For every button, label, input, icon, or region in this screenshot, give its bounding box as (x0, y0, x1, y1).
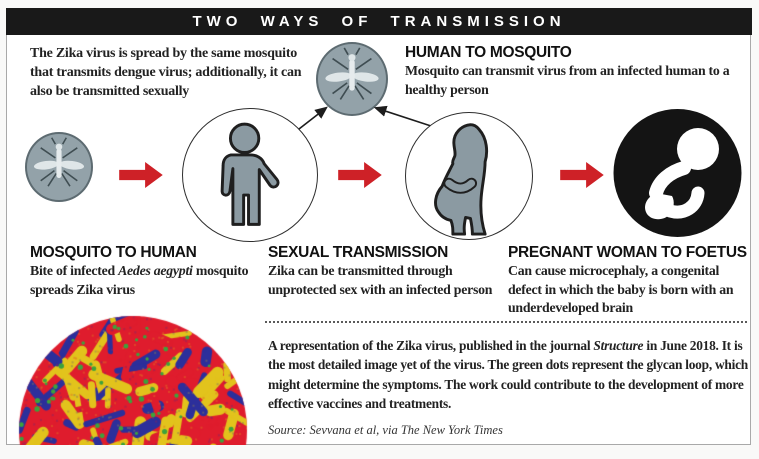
pregnant-woman-icon (434, 123, 489, 236)
body-pregnant-woman-to-foetus: Can cause microcephaly, a congenital def… (508, 263, 734, 315)
title-bar: TWO WAYS OF TRANSMISSION (6, 8, 752, 35)
body-text: mosquito spreads Zika virus (30, 263, 249, 297)
body-sexual-transmission: Zika can be transmitted through unprotec… (268, 263, 493, 297)
heading-sexual-transmission: SEXUAL TRANSMISSION (268, 244, 449, 261)
mosquito-circle-left (25, 132, 93, 202)
body-mosquito-to-human: Bite of infected Aedes aegypti mosquito … (30, 262, 258, 299)
zika-virus-molecular-model (16, 310, 250, 445)
red-arrow-right-icon (560, 162, 604, 188)
mosquito-icon (325, 47, 379, 100)
human-circle (182, 108, 318, 242)
dashed-divider (265, 321, 747, 323)
species-name: Aedes aegypti (118, 263, 193, 278)
source-credit: Source: Sevvana et al, via The New York … (268, 423, 503, 437)
mosquito-icon (33, 137, 85, 187)
human-figure-icon (220, 122, 280, 226)
pregnant-woman-circle (405, 112, 533, 240)
virus-caption: A representation of the Zika virus, publ… (268, 336, 754, 413)
mosquito-circle-small (316, 42, 388, 116)
heading-human-to-mosquito: HUMAN TO MOSQUITO (405, 44, 572, 61)
red-arrow-right-icon (119, 162, 163, 188)
journal-name: Structure (593, 338, 644, 353)
body-text: Bite of infected (30, 263, 119, 278)
caption-text: in June 2018. It is the most detailed im… (268, 338, 748, 411)
red-arrow-right-icon (338, 162, 382, 188)
intro-text: The Zika virus is spread by the same mos… (30, 46, 302, 99)
heading-mosquito-to-human: MOSQUITO TO HUMAN (30, 244, 197, 261)
caption-text: A representation of the Zika virus, publ… (268, 338, 594, 353)
heading-pregnant-woman-to-foetus: PREGNANT WOMAN TO FOETUS (508, 244, 747, 261)
body-human-to-mosquito: Mosquito can transmit virus from an infe… (405, 63, 730, 97)
foetus-icon (613, 109, 742, 237)
page-title: TWO WAYS OF TRANSMISSION (192, 13, 566, 30)
